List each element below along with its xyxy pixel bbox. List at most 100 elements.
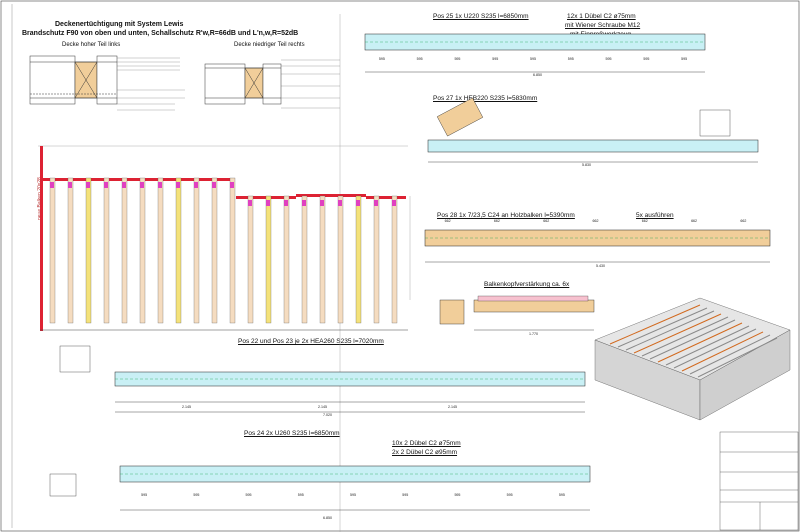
pos24-bay-dim: 595 (193, 493, 200, 497)
balkenkopf-dim: 1.770 (529, 332, 538, 336)
pos28-bay-dim: 662 (740, 219, 747, 223)
pos24-bay-dim: 595 (245, 493, 252, 497)
iso-beam (609, 304, 701, 345)
pos27-beam (427, 97, 759, 163)
pos24-bay-dim: 595 (141, 493, 148, 497)
pos25-bay-dim: 595 (416, 57, 423, 61)
pos28-total-dim: 5.430 (596, 264, 605, 268)
plan-joist (211, 177, 218, 324)
plan-joist (319, 195, 326, 324)
plan-joist (49, 177, 56, 324)
pos28-bay-dim: 662 (641, 219, 648, 223)
balkenkopf-title: Balkenkopfverstärkung ca. 6x (484, 281, 570, 288)
iso-beam (641, 316, 729, 357)
pos28-bay-dim: 662 (444, 219, 451, 223)
pos27-title: Pos 27 1x HEB220 S235 l=5830mm (433, 95, 538, 102)
plan-marker (248, 200, 252, 206)
plan-joist (301, 195, 308, 324)
pos25-total-dim: 6.850 (533, 73, 542, 77)
plan-marker (302, 200, 306, 206)
floor-detail-right-label: Decke niedriger Teil rechts (234, 42, 305, 48)
anchor-note-top-2: mit Wiener Schraube M12 (565, 22, 641, 29)
plan-marker (212, 182, 216, 188)
iso-beams (609, 304, 778, 378)
iso-beam (697, 337, 778, 378)
pos25-bay-dim: 595 (378, 57, 385, 61)
anchor-note-top-1: 12x 1 Dübel C2 ø75mm (567, 13, 636, 20)
balkenkopf-detail (439, 295, 595, 331)
plan-joist (85, 177, 92, 324)
pos25-bay-dim: 595 (492, 57, 499, 61)
pos28-bay-dim: 662 (493, 219, 500, 223)
plan-marker (392, 200, 396, 206)
plan-joist (103, 177, 110, 324)
pos24-bay-dim: 595 (506, 493, 513, 497)
plan-marker (194, 182, 198, 188)
floor-detail-subtitle: Brandschutz F90 von oben und unten, Scha… (22, 30, 299, 37)
iso-beam (633, 313, 722, 354)
plan-marker (86, 182, 90, 188)
plan-joist (121, 177, 128, 324)
plan-joist (193, 177, 200, 324)
plan-marker (140, 182, 144, 188)
plan-marker (266, 200, 270, 206)
pos25-bay-dim: 595 (567, 57, 574, 61)
plan-marker (50, 182, 54, 188)
pos24-bay-dim: 595 (402, 493, 409, 497)
plan-joist (373, 195, 380, 324)
plan-joist (391, 195, 398, 324)
plan-joists (49, 177, 398, 324)
pos25-bay-dim: 595 (605, 57, 612, 61)
pos24-beam (49, 465, 591, 511)
pos24-bay-dim: 595 (454, 493, 461, 497)
pos27-total-dim: 5.830 (582, 163, 591, 167)
plan-marker (68, 182, 72, 188)
iso-beam (649, 319, 736, 360)
iso-beam (665, 325, 750, 366)
plan-marker (374, 200, 378, 206)
floor-section-right (204, 63, 282, 105)
plan-joist (265, 195, 272, 324)
pos25-title: Pos 25 1x U220 S235 l=6850mm (433, 13, 529, 20)
anchor-note-bottom-2: 2x 2 Dübel C2 ø95mm (392, 449, 458, 456)
pos22-seg-2: 2.145 (318, 405, 327, 409)
plan-joist (283, 195, 290, 324)
plan-marker (158, 182, 162, 188)
pos22-seg-1: 2.145 (182, 405, 191, 409)
plan-marker (320, 200, 324, 206)
plan-joist (175, 177, 182, 324)
pos24-bay-dim: 595 (558, 493, 565, 497)
pos24-total-dim: 6.850 (323, 516, 332, 520)
plan-joist (67, 177, 74, 324)
iso-beam (625, 310, 715, 351)
floor-detail-title: Deckenertüchtigung mit System Lewis (55, 21, 184, 28)
plan-joist (157, 177, 164, 324)
pos22-seg-3: 2.145 (448, 405, 457, 409)
pos28-bay-dim: 662 (691, 219, 698, 223)
iso-beam (681, 331, 764, 372)
plan-joist (247, 195, 254, 324)
plan-joist (139, 177, 146, 324)
iso-beam (673, 328, 757, 369)
floor-detail-left-label: Decke hoher Teil links (62, 42, 121, 48)
plan-marker (356, 200, 360, 206)
pos24-bay-dim: 595 (297, 493, 304, 497)
plan-marker (230, 182, 234, 188)
plan-marker (338, 200, 342, 206)
floor-section-left (29, 55, 118, 105)
pos25-bay-dim: 595 (681, 57, 688, 61)
pos28-note: 5x ausführen (636, 212, 674, 219)
pos25-bay-dim: 595 (643, 57, 650, 61)
plan-joist (337, 195, 344, 324)
iso-beam (657, 322, 743, 363)
pos24-bay-dim: 595 (350, 493, 356, 497)
pos25-bay-dim: 595 (530, 57, 536, 61)
pos28-title: Pos 28 1x 7/23,5 C24 an Holzbalken l=539… (437, 212, 575, 219)
plan-joist (355, 195, 362, 324)
anchor-note-bottom-1: 10x 2 Dübel C2 ø75mm (392, 440, 461, 447)
pos28-bay-dim: 662 (592, 219, 599, 223)
pos28-beam (424, 229, 771, 263)
plan-marker (284, 200, 288, 206)
